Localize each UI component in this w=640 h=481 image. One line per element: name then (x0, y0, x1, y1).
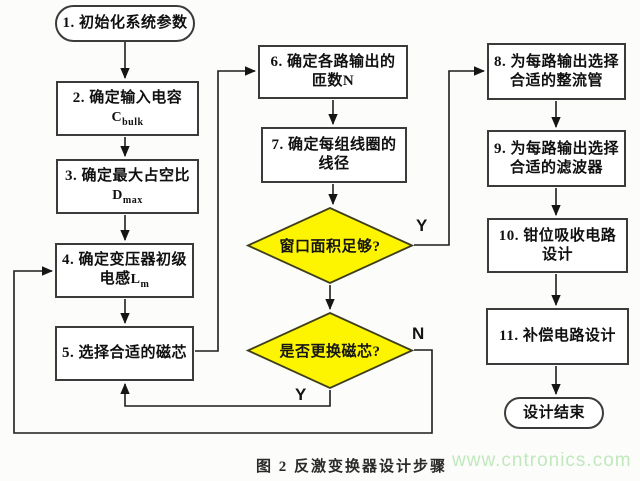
node-label: 7. 确定每组线圈的 (271, 137, 397, 153)
subscript: max (122, 195, 143, 206)
node-label: 6. 确定各路输出的 (270, 54, 396, 70)
node-wire-diameter: 7. 确定每组线圈的 线径 (261, 127, 407, 183)
node-label-2: 设计 (541, 246, 573, 263)
node-select-core: 5. 选择合适的磁芯 (55, 326, 194, 381)
node-formula: Cbulk (111, 108, 143, 128)
branch-label-yes: Y (416, 216, 428, 235)
node-label: 2. 确定输入电容 (72, 90, 183, 106)
node-label: 8. 为每路输出选择 (493, 53, 619, 70)
node-label: 3. 确定最大占空比 (64, 168, 190, 184)
node-design-end: 设计结束 (504, 397, 604, 429)
decision-window-area-sufficient: 窗口面积足够? (246, 207, 414, 284)
symbol: C (111, 110, 123, 125)
node-primary-inductance: 4. 确定变压器初级 电感Lm (55, 243, 194, 298)
node-output-turns: 6. 确定各路输出的 匝数N (258, 45, 408, 99)
node-label-2: 合适的滤波器 (509, 159, 603, 176)
node-label-2: 线径 (318, 156, 350, 172)
node-label: 1. 初始化系统参数 (62, 15, 188, 31)
node-label: 4. 确定变压器初级 (61, 252, 187, 268)
node-formula: Dmax (112, 186, 142, 206)
decision-label: 是否更换磁芯? (279, 344, 381, 360)
node-compensation-design: 11. 补偿电路设计 (486, 308, 629, 365)
node-clamp-snubber-design: 10. 钳位吸收电路 设计 (487, 218, 628, 273)
node-select-filter: 9. 为每路输出选择 合适的滤波器 (487, 130, 626, 187)
node-label: 9. 为每路输出选择 (493, 140, 619, 157)
node-max-duty-cycle: 3. 确定最大占空比 Dmax (56, 159, 199, 214)
node-input-capacitance: 2. 确定输入电容 Cbulk (56, 81, 199, 136)
decision-replace-core: 是否更换磁芯? (246, 312, 414, 389)
node-label-2: 匝数N (311, 73, 355, 89)
node-label-2: 合适的整流管 (509, 72, 603, 89)
node-label-2: 电感 (99, 271, 131, 287)
node-label: 5. 选择合适的磁芯 (61, 345, 187, 361)
node-label: 10. 钳位吸收电路 (498, 227, 617, 244)
decision-label: 窗口面积足够? (279, 239, 381, 255)
figure-caption: 图 2 反激变换器设计步骤 (256, 459, 448, 475)
branch-label-no: N (412, 324, 425, 343)
symbol: D (112, 188, 123, 203)
node-label: 11. 补偿电路设计 (499, 328, 616, 344)
symbol: L (130, 272, 141, 287)
subscript: m (140, 279, 150, 290)
node-init-system-params: 1. 初始化系统参数 (55, 5, 195, 42)
branch-label-yes: Y (295, 385, 307, 404)
node-label: 设计结束 (522, 404, 585, 421)
watermark-text: www.cntronics.com (452, 450, 632, 471)
node-formula: 电感Lm (100, 270, 150, 290)
node-select-rectifier: 8. 为每路输出选择 合适的整流管 (487, 43, 626, 100)
subscript: bulk (122, 117, 144, 128)
